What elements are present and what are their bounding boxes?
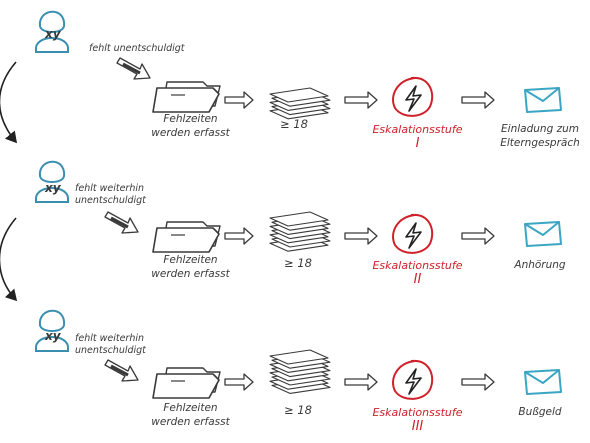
lightning-icon [392, 76, 434, 117]
record-label: werden erfasst [151, 268, 230, 280]
record-label: werden erfasst [151, 416, 230, 428]
person-label: xy [45, 27, 61, 41]
escalation-level-label: Eskalationsstufe [372, 259, 463, 272]
arrow-icon [344, 91, 378, 109]
arrow-icon [224, 227, 254, 245]
threshold-label: ≥ 18 [284, 256, 312, 270]
folder-icon [152, 221, 221, 253]
paper-stack-icon [269, 349, 331, 394]
arrow-icon [116, 57, 151, 80]
envelope-icon [524, 87, 562, 113]
envelope-icon [524, 221, 562, 247]
record-label: Fehlzeiten [163, 402, 218, 414]
action-label: Elterngespräch [500, 137, 580, 149]
person-icon [35, 10, 69, 53]
arrow-icon [344, 373, 378, 391]
absence-note: fehlt weiterhin [75, 333, 145, 344]
paper-stack-icon [269, 211, 331, 252]
envelope-icon [524, 369, 562, 395]
record-label: Fehlzeiten [163, 113, 218, 125]
escalation-level-numeral: III [411, 419, 424, 434]
folder-icon [152, 81, 221, 113]
arrow-icon [344, 227, 378, 245]
lightning-icon [392, 213, 434, 254]
arrow-icon [461, 91, 495, 109]
escalation-level-numeral: II [413, 272, 422, 287]
person-icon [35, 309, 69, 352]
escalation-level-label: Eskalationsstufe [372, 123, 463, 136]
arrow-icon [224, 91, 254, 109]
absence-note: fehlt weiterhin [75, 183, 145, 194]
record-label: werden erfasst [151, 127, 230, 139]
curved-arrow-icon [0, 61, 18, 144]
action-label: Einladung zum [501, 123, 579, 135]
arrow-icon [104, 211, 139, 234]
arrow-icon [104, 359, 139, 382]
absence-note: unentschuldigt [75, 345, 146, 356]
threshold-label: ≥ 18 [280, 117, 308, 131]
paper-stack-icon [269, 87, 331, 120]
person-label: xy [45, 181, 61, 195]
arrow-icon [461, 227, 495, 245]
record-label: Fehlzeiten [163, 254, 218, 266]
arrow-icon [224, 373, 254, 391]
action-label: Bußgeld [518, 406, 562, 418]
escalation-level-numeral: I [415, 136, 420, 151]
escalation-level-label: Eskalationsstufe [372, 406, 463, 419]
action-label: Anhörung [514, 259, 566, 271]
lightning-icon [392, 359, 434, 400]
threshold-label: ≥ 18 [284, 403, 312, 417]
arrow-icon [461, 373, 495, 391]
absence-note: unentschuldigt [75, 195, 146, 206]
absence-note: fehlt unentschuldigt [89, 43, 185, 54]
person-icon [35, 160, 69, 203]
person-label: xy [45, 329, 61, 343]
folder-icon [152, 367, 221, 399]
curved-arrow-icon [0, 217, 18, 302]
